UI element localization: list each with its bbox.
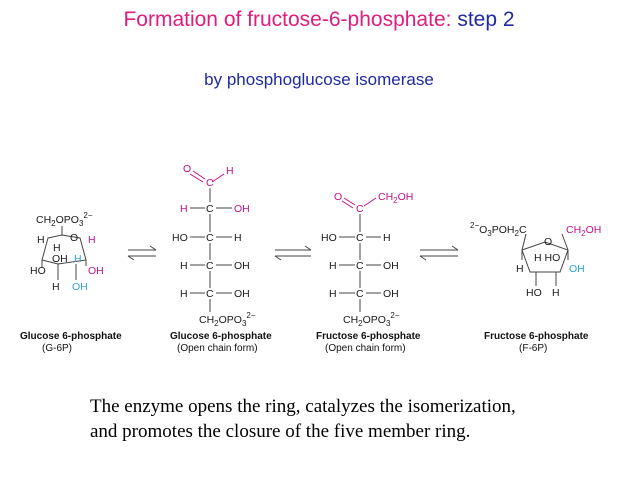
s1-oh-mid: OH bbox=[52, 253, 68, 265]
s4-phosphate: 2−O3POH2C bbox=[470, 221, 527, 238]
fructose-6-phosphate-open-chain: O C CH2OH HO C H H C OH H C OH CH2OPO32−… bbox=[316, 191, 421, 354]
s3-r4-left: H bbox=[329, 260, 337, 272]
title-main: Formation of fructose-6-phosphate: bbox=[123, 8, 452, 31]
s2-aldehyde-h: H bbox=[226, 165, 234, 177]
s3-r5-c: C bbox=[356, 288, 364, 300]
s1-ch2opo3: CH2OPO32− bbox=[36, 211, 93, 228]
s3-ch2opo3: CH2OPO32− bbox=[343, 311, 400, 328]
s4-oh-right: OH bbox=[569, 263, 585, 275]
s4-h-left: H bbox=[516, 263, 524, 275]
equilibrium-arrow-3 bbox=[419, 245, 459, 261]
s4-name: Fructose 6-phosphate bbox=[484, 331, 589, 342]
s3-r3-right: H bbox=[383, 232, 391, 244]
fructose-6-phosphate-ring: 2−O3POH2C CH2OH O H HO H OH HO H Fructos… bbox=[470, 221, 601, 354]
s1-name: Glucose 6-phosphate bbox=[20, 331, 122, 342]
s3-r5-left: H bbox=[329, 288, 337, 300]
s2-r5-left: H bbox=[180, 288, 188, 300]
s2-name: Glucose 6-phosphate bbox=[170, 331, 272, 342]
s1-ho-left: HO bbox=[30, 265, 46, 277]
slide-title: Formation of fructose-6-phosphate: step … bbox=[0, 8, 638, 32]
caption-line-1: The enzyme opens the ring, catalyzes the… bbox=[90, 396, 516, 417]
s1-oh-right: OH bbox=[88, 265, 104, 277]
title-step: step 2 bbox=[457, 8, 515, 31]
s2-r2-c: C bbox=[206, 203, 214, 215]
s4-ring-o: O bbox=[544, 236, 552, 248]
s2-aldehyde-o: O bbox=[183, 163, 191, 175]
s1-h-top-right: H bbox=[88, 234, 96, 246]
s4-ho-bottom: HO bbox=[526, 287, 542, 299]
s3-r4-right: OH bbox=[383, 260, 399, 272]
s1-ring-o: O bbox=[70, 232, 78, 244]
slide-subtitle: by phosphoglucose isomerase bbox=[204, 70, 434, 89]
s4-sub: (F-6P) bbox=[519, 343, 547, 354]
s2-c1: C bbox=[206, 177, 214, 189]
s1-h-mid2: H bbox=[74, 253, 82, 265]
equilibrium-arrow-2 bbox=[274, 245, 312, 261]
s3-sub: (Open chain form) bbox=[325, 343, 406, 354]
s3-keto-o: O bbox=[334, 191, 342, 203]
s2-r2-left: H bbox=[180, 203, 188, 215]
reaction-scheme: .bk{fill:#1a1a1a;} .pk{fill:#c0108a;} .b… bbox=[20, 163, 601, 354]
s2-r5-c: C bbox=[206, 288, 214, 300]
s1-sub: (G-6P) bbox=[42, 343, 72, 354]
s1-h-top-left: H bbox=[37, 234, 45, 246]
glucose-6-phosphate-open-chain: O H C H C OH HO C H H C OH H C OH CH2OPO… bbox=[170, 163, 272, 354]
s3-r3-c: C bbox=[356, 232, 364, 244]
s1-oh-bottom: OH bbox=[72, 281, 88, 293]
s3-ch2oh: CH2OH bbox=[378, 191, 413, 205]
s3-name: Fructose 6-phosphate bbox=[316, 331, 421, 342]
s2-r2-right: OH bbox=[234, 203, 250, 215]
s3-r5-right: OH bbox=[383, 288, 399, 300]
s2-r3-right: H bbox=[234, 232, 242, 244]
s2-r4-right: OH bbox=[234, 260, 250, 272]
s4-h-ho: H HO bbox=[534, 252, 560, 264]
s2-r4-left: H bbox=[180, 260, 188, 272]
caption-text: The enzyme opens the ring, catalyzes the… bbox=[90, 394, 610, 444]
s2-sub: (Open chain form) bbox=[177, 343, 258, 354]
s3-r3-left: HO bbox=[321, 232, 337, 244]
s1-h-bottom: H bbox=[52, 281, 60, 293]
glucose-6-phosphate-ring: CH2OPO32− O H H H OH H HO OH H OH Glucos… bbox=[20, 211, 122, 354]
s1-h-mid: H bbox=[53, 242, 61, 254]
s3-r4-c: C bbox=[356, 260, 364, 272]
s2-ch2opo3: CH2OPO32− bbox=[199, 311, 256, 328]
s2-r4-c: C bbox=[206, 260, 214, 272]
s4-ch2oh: CH2OH bbox=[566, 224, 601, 238]
s2-r5-right: OH bbox=[234, 288, 250, 300]
s3-c2: C bbox=[356, 203, 364, 215]
s2-r3-c: C bbox=[206, 232, 214, 244]
caption-line-2: and promotes the closure of the five mem… bbox=[90, 421, 471, 442]
s2-r3-left: HO bbox=[172, 232, 188, 244]
equilibrium-arrow-1 bbox=[127, 245, 157, 261]
s4-h-bottom: H bbox=[552, 287, 560, 299]
